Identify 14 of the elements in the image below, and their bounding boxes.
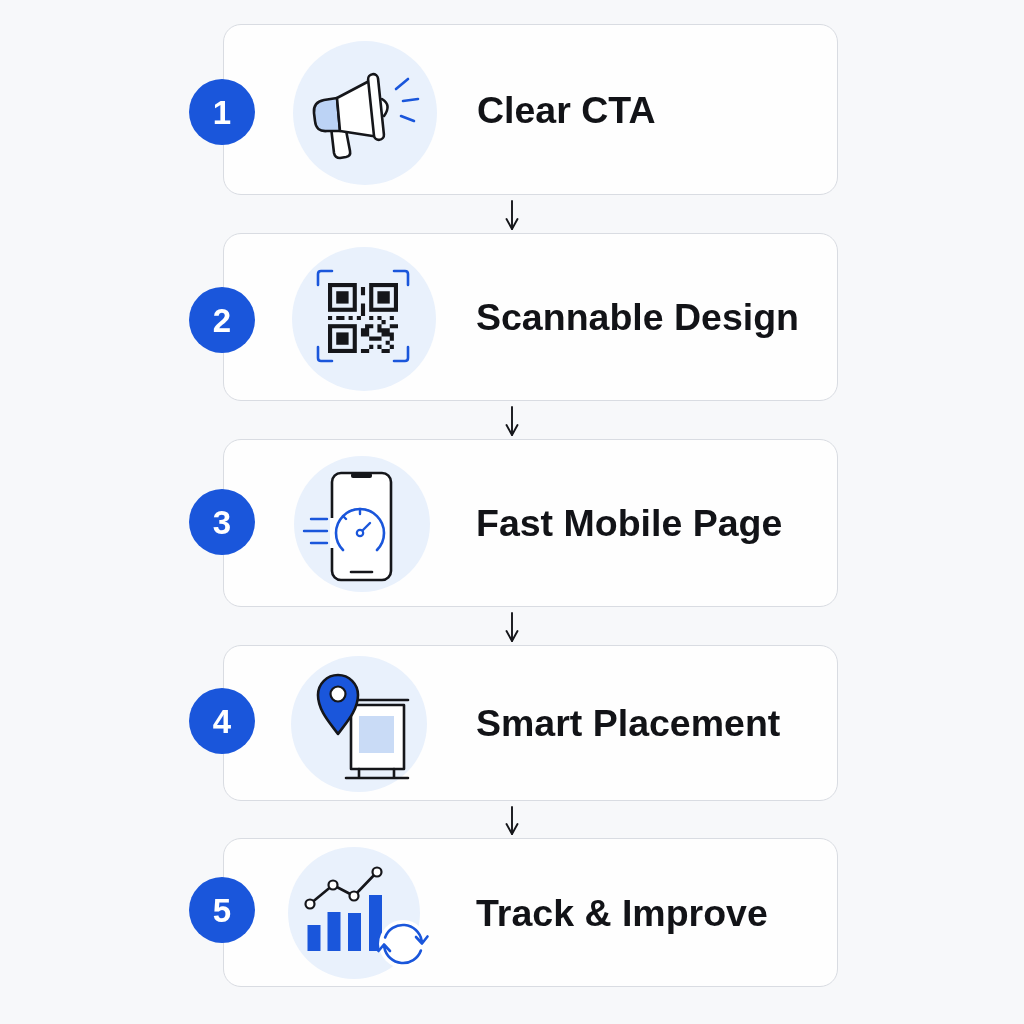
step-number-badge: 5 — [189, 877, 255, 943]
step-title: Smart Placement — [476, 700, 781, 746]
arrow — [505, 612, 519, 642]
step-number-badge: 1 — [189, 79, 255, 145]
step-number-badge: 3 — [189, 489, 255, 555]
arrow — [505, 806, 519, 835]
arrow — [505, 406, 519, 436]
step-title: Clear CTA — [477, 87, 656, 132]
step-title: Track & Improve — [476, 890, 768, 935]
step-title: Scannable Design — [476, 294, 800, 340]
step-number-badge: 2 — [189, 287, 255, 353]
arrow — [505, 200, 519, 230]
step-title: Fast Mobile Page — [476, 500, 783, 546]
step-number-badge: 4 — [189, 688, 255, 754]
